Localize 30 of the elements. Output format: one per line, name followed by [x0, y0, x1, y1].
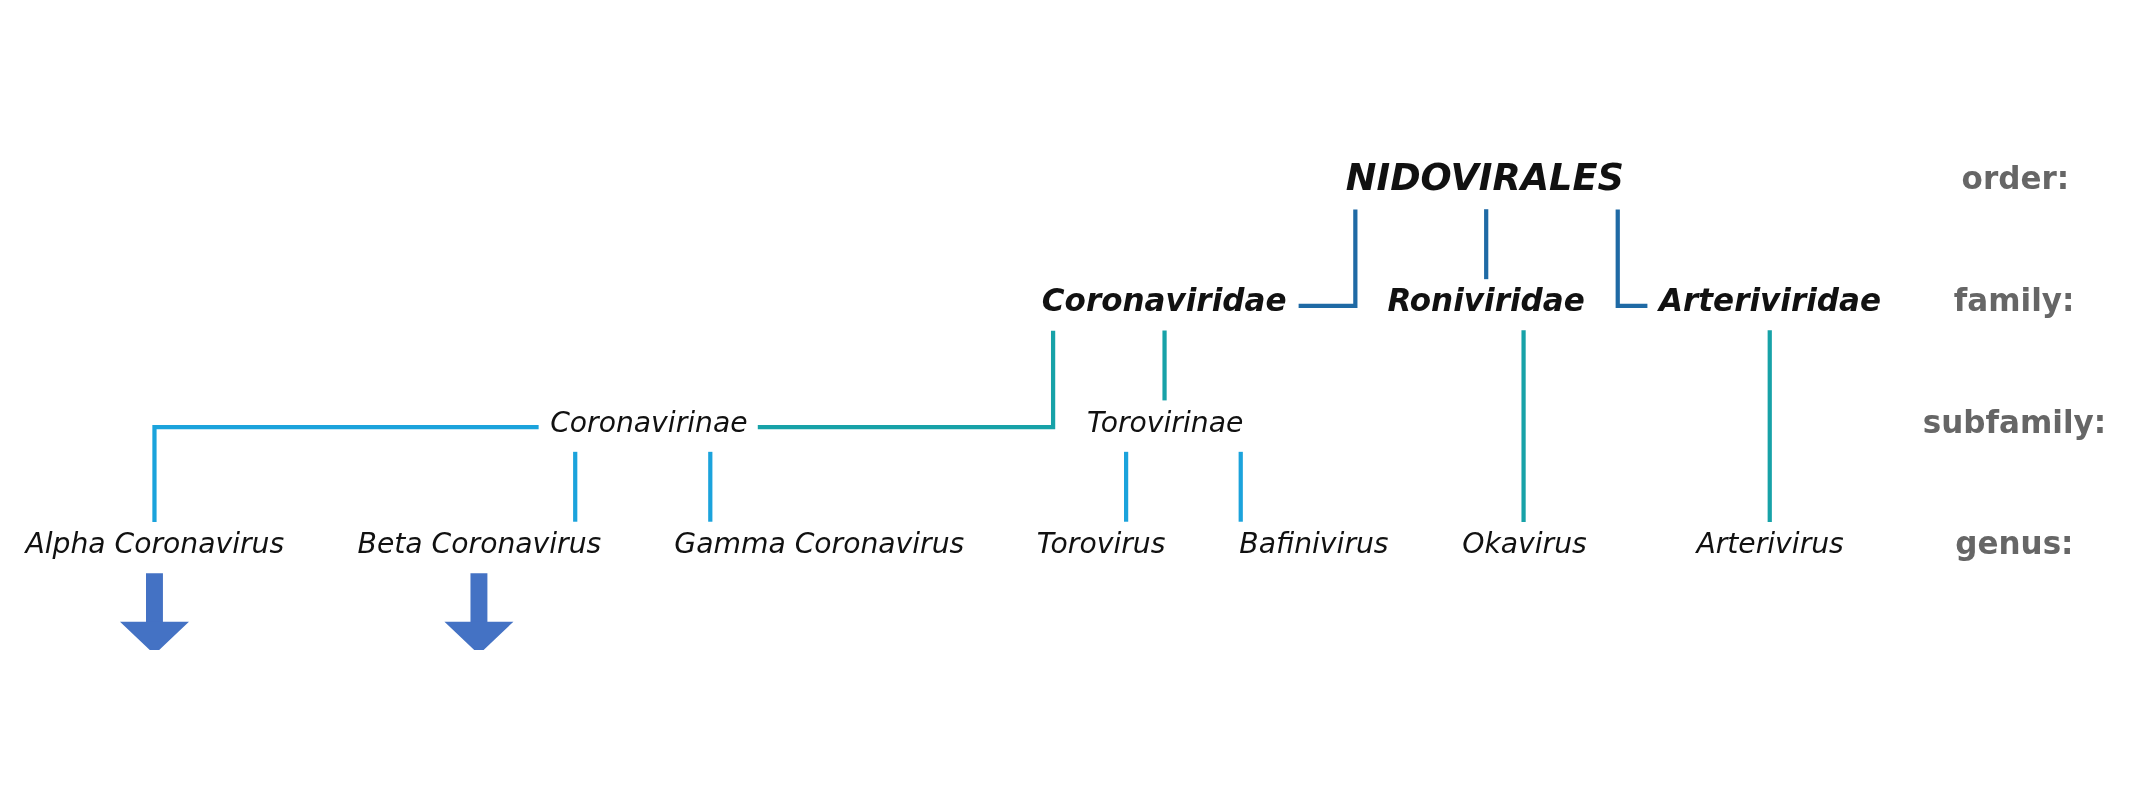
- connector: [1162, 330, 1167, 400]
- label: genus:: [1955, 524, 2074, 561]
- arrow: [444, 572, 514, 650]
- node-text: Beta Coronavirus: [357, 526, 602, 560]
- node-text: Coronaviridae: [1041, 281, 1287, 318]
- label: order:: [1961, 159, 2070, 196]
- node-text: Coronavirinae: [550, 405, 748, 439]
- connector: [1521, 329, 1526, 522]
- connector: [1124, 451, 1129, 522]
- node-text: Bafinivirus: [1239, 526, 1389, 560]
- node-text: Torovirinae: [1086, 405, 1244, 439]
- connector: [573, 451, 578, 522]
- node-text: Alpha Coronavirus: [25, 526, 285, 560]
- node-text: Arteriviridae: [1659, 281, 1882, 318]
- node-text: Torovirus: [1036, 526, 1166, 560]
- arrow: [120, 572, 189, 650]
- connector: [757, 330, 1056, 429]
- node-text: Okavirus: [1462, 526, 1587, 560]
- connector: [1298, 208, 1358, 308]
- node-text: Roniviridae: [1387, 281, 1585, 318]
- node-text: Gamma Coronavirus: [674, 526, 965, 560]
- connector: [708, 451, 713, 522]
- connector: [1767, 329, 1772, 522]
- node-text: Arterivirus: [1696, 526, 1844, 560]
- connector: [1238, 451, 1243, 522]
- node-text: NIDOVIRALES: [1345, 155, 1624, 199]
- label: family:: [1953, 281, 2075, 318]
- label: subfamily:: [1922, 403, 2107, 440]
- connector: [1484, 208, 1489, 279]
- connector: [152, 424, 539, 522]
